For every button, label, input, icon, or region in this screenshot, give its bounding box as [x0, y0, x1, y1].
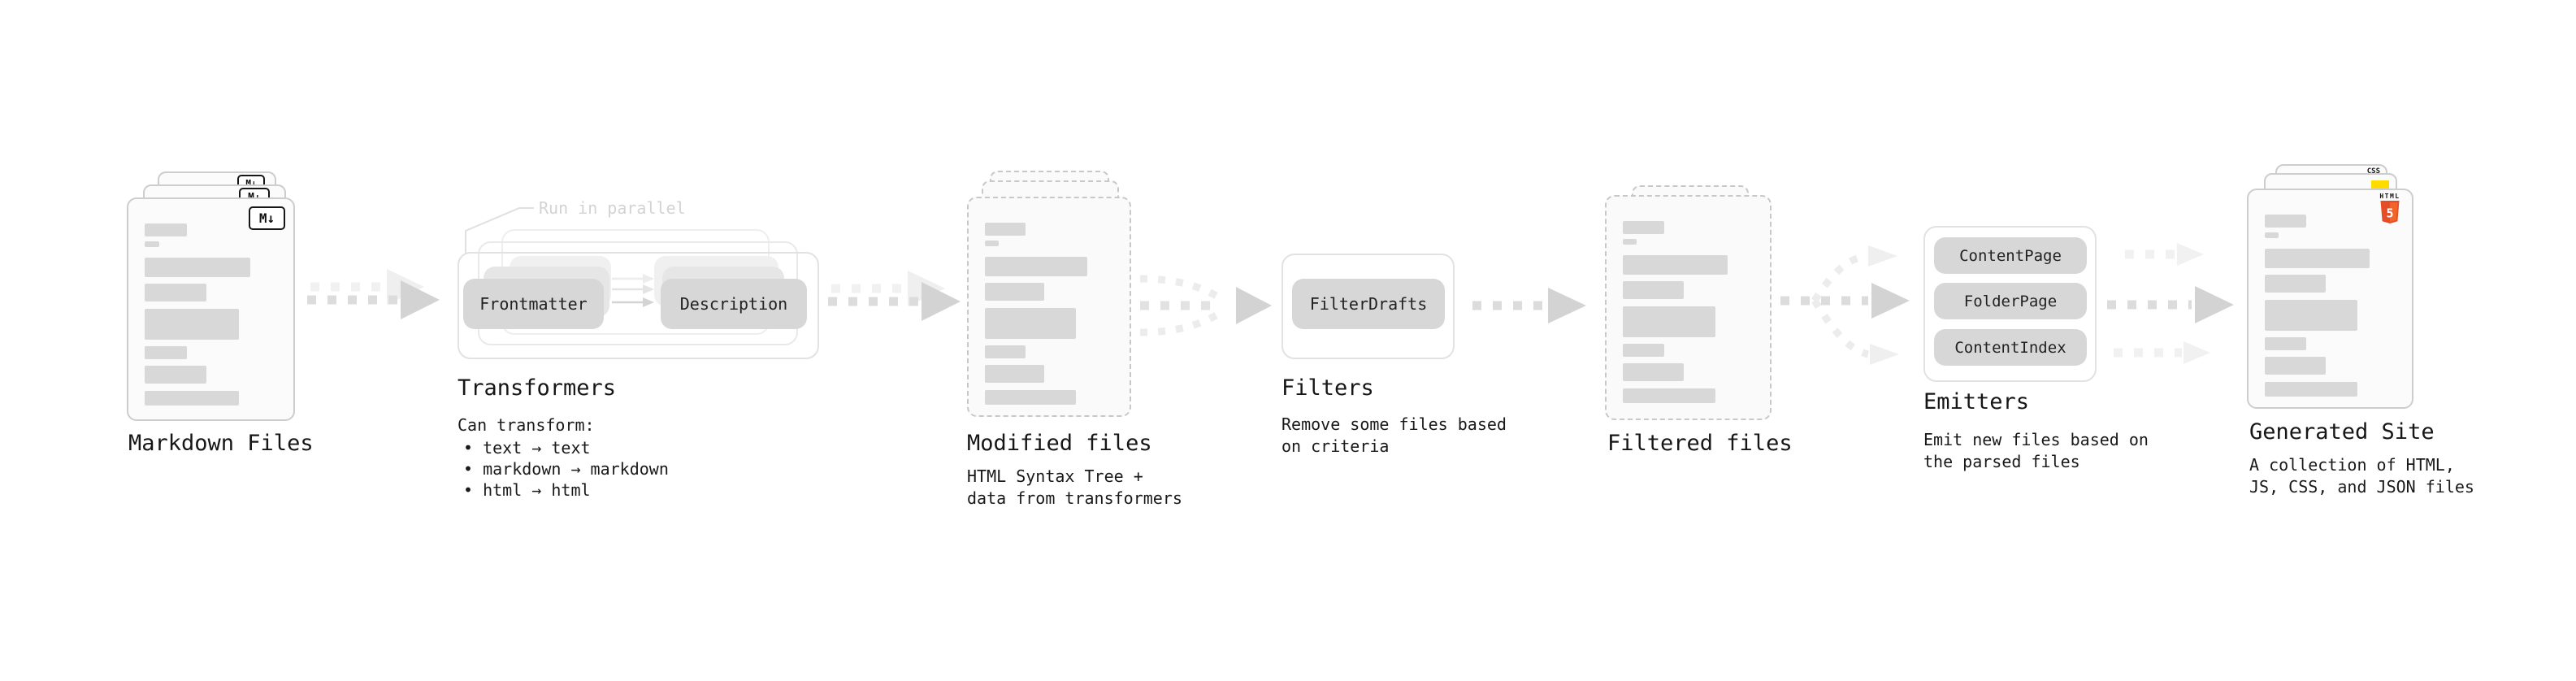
stage-filters: FilterDrafts Filters Remove some files b…	[1281, 254, 1507, 465]
doc-bar	[2265, 215, 2306, 228]
generated-site-label: Generated Site	[2249, 419, 2435, 445]
arrow-emitters-to-site	[2107, 243, 2234, 364]
doc-bar	[2265, 382, 2358, 397]
transformer-pill-description: Description	[661, 279, 807, 329]
doc-bar	[145, 258, 251, 277]
stage-filtered-files: Filtered files	[1605, 185, 1793, 462]
stage-modified-files: Modified files HTML Syntax Tree + data f…	[967, 163, 1182, 520]
doc-bar	[2265, 337, 2306, 350]
emitters-box	[1923, 226, 2097, 382]
filters-box	[1281, 254, 1455, 359]
transformers-label: Transformers	[458, 375, 617, 401]
generated-site-desc: A collection of HTML,	[2249, 455, 2455, 475]
emitter-pill-contentindex: ContentIndex	[1934, 329, 2087, 366]
doc-content-placeholder	[985, 223, 1112, 405]
filters-desc: Remove some files based	[1281, 414, 1507, 434]
doc-content-placeholder	[145, 223, 275, 406]
html5-brand-text: HTML	[2379, 193, 2400, 200]
filtered-files-label: Filtered files	[1607, 431, 1793, 456]
doc-bar	[1623, 306, 1716, 337]
doc-bar	[2265, 249, 2370, 268]
emitter-pill-folderpage: FolderPage	[1934, 283, 2087, 319]
markdown-files-label: Markdown Files	[128, 431, 314, 456]
doc-bar	[985, 257, 1088, 276]
filtered-file-front	[1605, 195, 1772, 420]
arrow-modified-to-filters	[1139, 275, 1272, 336]
emitters-desc: the parsed files	[1923, 452, 2080, 471]
transformer-stack-box-1	[458, 252, 819, 359]
doc-bar	[985, 345, 1026, 358]
transformer-pill-frontmatter: Frontmatter	[463, 279, 604, 329]
doc-bar	[985, 223, 1026, 236]
site-file-html: HTML 5	[2247, 189, 2413, 409]
markdown-file-front: M↓	[127, 197, 295, 421]
js-icon	[2371, 180, 2389, 189]
stage-markdown-files: M↓ M↓ M↓ Markdown Files	[127, 164, 314, 465]
doc-content-placeholder	[2265, 215, 2394, 397]
doc-content-placeholder	[1623, 221, 1752, 403]
emitters-label: Emitters	[1923, 389, 2030, 414]
doc-bar	[2265, 357, 2326, 375]
emitter-pill-contentpage: ContentPage	[1934, 237, 2087, 274]
parallel-flow-arrows	[612, 274, 654, 307]
doc-bar	[2265, 232, 2279, 238]
doc-bar	[1623, 221, 1664, 234]
doc-bar	[145, 366, 206, 384]
doc-bar	[1623, 255, 1728, 275]
svg-text:5: 5	[2386, 206, 2393, 220]
stage-emitters: ContentPage FolderPage ContentIndex Emit…	[1923, 226, 2149, 478]
modified-file-front	[967, 197, 1131, 417]
stage-generated-site: CSS HTML 5 Generated Site A collection o…	[2247, 163, 2474, 512]
modified-files-desc: data from transformers	[967, 488, 1182, 508]
markdown-icon: M↓	[249, 206, 285, 230]
doc-bar	[145, 391, 239, 406]
doc-bar	[1623, 363, 1684, 381]
doc-bar	[985, 390, 1077, 405]
transformers-desc-heading: Can transform:	[458, 415, 595, 435]
doc-bar	[985, 365, 1045, 383]
doc-bar	[1623, 281, 1684, 299]
modified-files-label: Modified files	[967, 431, 1152, 456]
doc-bar	[2265, 300, 2358, 331]
html5-shield: 5	[2380, 200, 2400, 223]
filter-pill-filterdrafts: FilterDrafts	[1292, 279, 1445, 329]
transformers-bullet: • html → html	[463, 480, 591, 500]
arrow-markdown-to-transformers	[307, 269, 440, 319]
doc-bar	[145, 346, 187, 359]
doc-bar	[985, 283, 1045, 301]
modified-files-desc: HTML Syntax Tree +	[967, 466, 1143, 486]
transformers-bullet: • text → text	[463, 438, 591, 458]
doc-bar	[2265, 275, 2326, 293]
doc-bar	[985, 308, 1077, 339]
html5-icon: HTML 5	[2379, 193, 2401, 228]
doc-bar	[145, 284, 206, 301]
arrow-filters-to-filtered	[1472, 288, 1586, 323]
filters-label: Filters	[1281, 375, 1374, 401]
callout-line	[465, 207, 534, 254]
doc-bar	[1623, 344, 1664, 357]
transformers-bullet: • markdown → markdown	[463, 459, 669, 479]
doc-bar	[145, 309, 239, 340]
generated-site-desc: JS, CSS, and JSON files	[2249, 477, 2474, 497]
emitters-desc: Emit new files based on	[1923, 430, 2149, 449]
filters-desc: on criteria	[1281, 436, 1390, 456]
arrow-transformers-to-modified	[828, 271, 961, 321]
doc-bar	[145, 241, 159, 247]
doc-bar	[1623, 388, 1716, 403]
run-in-parallel-note: Run in parallel	[539, 198, 686, 218]
doc-bar	[1623, 239, 1637, 245]
doc-bar	[985, 241, 1000, 246]
arrow-filtered-to-emitters	[1780, 245, 1910, 365]
stage-transformers: Run in parallel Frontmatter Description …	[458, 193, 823, 510]
doc-bar	[145, 223, 187, 236]
